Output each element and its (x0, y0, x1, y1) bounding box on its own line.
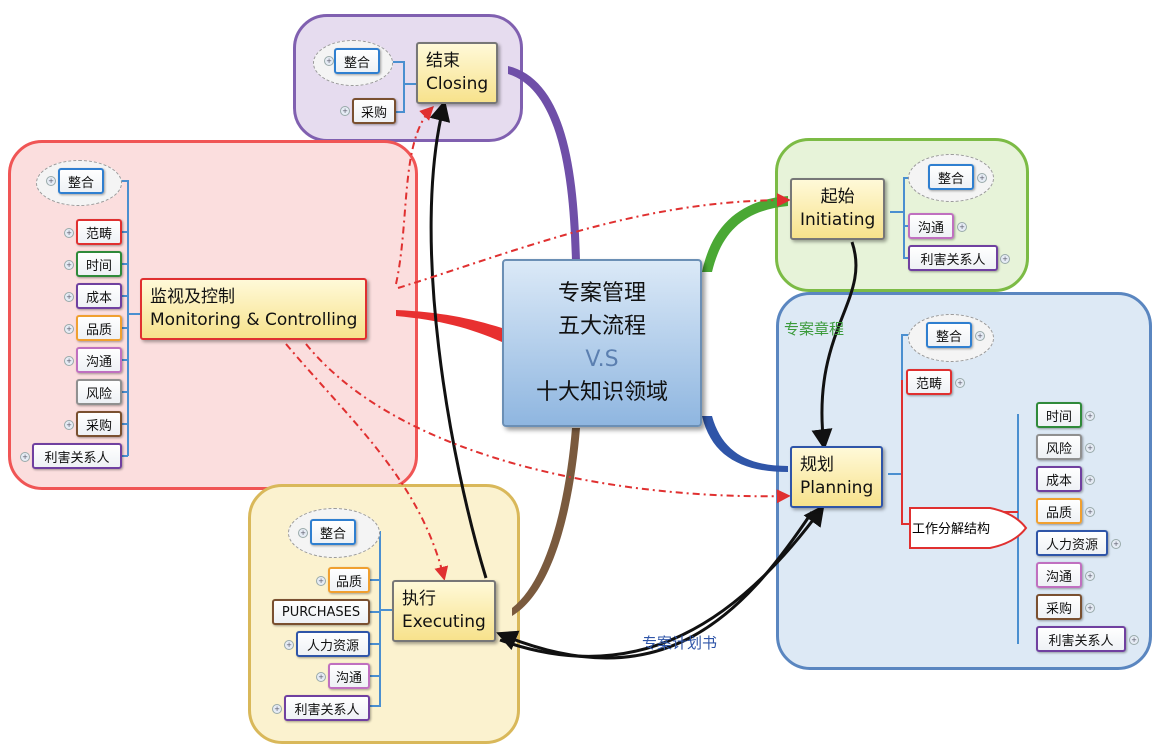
wbs-item-procurement[interactable]: 采购 (1036, 594, 1082, 620)
monitoring-item-procurement[interactable]: 采购 (76, 411, 122, 437)
initiating-en: Initiating (800, 209, 876, 230)
planning-item-scope[interactable]: 范畴 (906, 369, 952, 395)
wbs-item-communication[interactable]: 沟通 (1036, 562, 1082, 588)
closing-item-procurement[interactable]: 采购 (352, 98, 396, 124)
wbs-item-time[interactable]: 时间 (1036, 402, 1082, 428)
center-topic[interactable]: 专案管理 五大流程 V.S 十大知识领域 (502, 259, 702, 427)
control-to-initiating (397, 193, 791, 289)
closing-process[interactable]: 结束 Closing (416, 42, 499, 104)
planning-process[interactable]: 规划 Planning (790, 446, 884, 508)
monitoring-item-time[interactable]: 时间 (76, 251, 122, 277)
control-to-planning (305, 343, 791, 504)
initiating-item-stakeholder[interactable]: 利害关系人 (908, 245, 998, 271)
expand-dot-icon[interactable]: + (272, 704, 282, 714)
wbs-item-quality[interactable]: 品质 (1036, 498, 1082, 524)
control-to-closing (395, 106, 434, 285)
expand-dot-icon[interactable]: + (1085, 571, 1095, 581)
expand-dot-icon[interactable]: + (1085, 475, 1095, 485)
expand-dot-icon[interactable]: + (1085, 507, 1095, 517)
arrow-executing-planning (499, 504, 825, 658)
initiating-item-integration[interactable]: 整合 (928, 164, 974, 190)
wbs-item-risk[interactable]: 风险 (1036, 434, 1082, 460)
expand-dot-icon[interactable]: + (1085, 443, 1095, 453)
expand-dot-icon[interactable]: + (64, 420, 74, 430)
control-to-executing (285, 343, 449, 581)
planning-zh: 规划 (800, 455, 834, 475)
expand-dot-icon[interactable]: + (64, 260, 74, 270)
expand-dot-icon[interactable]: + (977, 173, 987, 183)
expand-dot-icon[interactable]: + (1129, 635, 1139, 645)
wbs-shape (909, 507, 1028, 549)
monitoring-item-quality[interactable]: 品质 (76, 315, 122, 341)
expand-dot-icon[interactable]: + (64, 324, 74, 334)
expand-dot-icon[interactable]: + (46, 176, 56, 186)
expand-dot-icon[interactable]: + (1085, 411, 1095, 421)
wbs-item-cost[interactable]: 成本 (1036, 466, 1082, 492)
initiating-zh: 起始 (820, 187, 855, 207)
monitoring-item-integration[interactable]: 整合 (58, 168, 104, 194)
expand-dot-icon[interactable]: + (1111, 539, 1121, 549)
monitoring-item-communication[interactable]: 沟通 (76, 347, 122, 373)
planning-wbs-label: 工作分解结构 (912, 522, 991, 537)
expand-dot-icon[interactable]: + (64, 356, 74, 366)
executing-zh: 执行 (402, 589, 436, 609)
executing-item-integration[interactable]: 整合 (310, 519, 356, 545)
project-plan-label: 专案计划书 (642, 634, 718, 652)
closing-en: Closing (426, 73, 489, 94)
initiating-process[interactable]: 起始 Initiating (790, 178, 886, 240)
executing-item-quality[interactable]: 品质 (328, 567, 370, 593)
center-line1: 专案管理 (557, 281, 646, 306)
monitoring-zh: 监视及控制 (150, 287, 235, 307)
branch-monitoring (396, 310, 502, 342)
arrow-initiating-planning (811, 241, 858, 451)
expand-dot-icon[interactable]: + (64, 292, 74, 302)
executing-item-stakeholder[interactable]: 利害关系人 (284, 695, 370, 721)
executing-item-communication[interactable]: 沟通 (328, 663, 370, 689)
project-charter-label: 专案章程 (784, 320, 845, 338)
expand-dot-icon[interactable]: + (340, 106, 350, 116)
monitoring-en: Monitoring & Controlling (150, 309, 358, 330)
initiating-item-communication[interactable]: 沟通 (908, 213, 954, 239)
monitoring-item-scope[interactable]: 范畴 (76, 219, 122, 245)
closing-item-integration[interactable]: 整合 (334, 48, 380, 74)
expand-dot-icon[interactable]: + (1085, 603, 1095, 613)
arrow-planning-executing (496, 511, 814, 660)
expand-dot-icon[interactable]: + (284, 640, 294, 650)
branch-planning (702, 416, 788, 472)
expand-dot-icon[interactable]: + (1000, 254, 1010, 264)
wbs-item-stakeholder[interactable]: 利害关系人 (1036, 626, 1126, 652)
expand-dot-icon[interactable]: + (955, 378, 965, 388)
expand-dot-icon[interactable]: + (975, 331, 985, 341)
monitoring-item-risk[interactable]: 风险 (76, 379, 122, 405)
branch-closing (508, 66, 580, 262)
expand-dot-icon[interactable]: + (20, 452, 30, 462)
planning-en: Planning (800, 477, 874, 498)
monitoring-item-stakeholder[interactable]: 利害关系人 (32, 443, 122, 469)
wbs-item-human-resources[interactable]: 人力资源 (1036, 530, 1108, 556)
monitoring-process[interactable]: 监视及控制 Monitoring & Controlling (140, 278, 368, 340)
expand-dot-icon[interactable]: + (324, 56, 334, 66)
expand-dot-icon[interactable]: + (316, 576, 326, 586)
center-line4: 十大知识领域 (535, 380, 668, 405)
expand-dot-icon[interactable]: + (957, 222, 967, 232)
expand-dot-icon[interactable]: + (298, 528, 308, 538)
planning-item-integration[interactable]: 整合 (926, 322, 972, 348)
center-line3: V.S (585, 347, 619, 372)
branch-initiating (702, 196, 788, 272)
expand-dot-icon[interactable]: + (316, 672, 326, 682)
executing-en: Executing (402, 611, 486, 632)
arrow-executing-closing (429, 99, 488, 579)
executing-process[interactable]: 执行 Executing (392, 580, 496, 642)
center-line2: 五大流程 (557, 314, 646, 339)
branch-executing (512, 428, 580, 616)
executing-item-purchases[interactable]: PURCHASES (272, 599, 370, 625)
expand-dot-icon[interactable]: + (64, 228, 74, 238)
monitoring-item-cost[interactable]: 成本 (76, 283, 122, 309)
executing-item-human-resources[interactable]: 人力资源 (296, 631, 370, 657)
closing-zh: 结束 (426, 51, 460, 71)
